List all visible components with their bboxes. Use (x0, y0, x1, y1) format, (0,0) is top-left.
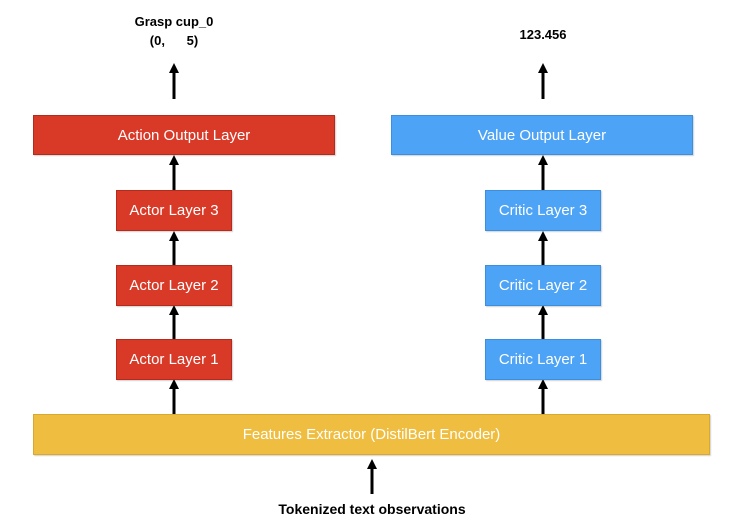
features-extractor-box: Features Extractor (DistilBert Encoder) (33, 414, 710, 455)
actor-layer-2-label: Actor Layer 2 (129, 277, 219, 294)
critic-layer-3: Critic Layer 3 (485, 190, 601, 231)
actor-layer-1-label: Actor Layer 1 (129, 351, 219, 368)
action-output-layer-label: Action Output Layer (117, 126, 251, 144)
actor-layer-1: Actor Layer 1 (116, 339, 232, 380)
features-extractor-label: Features Extractor (DistilBert Encoder) (242, 426, 501, 443)
value-output-layer: Value Output Layer (391, 115, 693, 155)
critic-layer-2-label: Critic Layer 2 (498, 277, 588, 294)
critic-output-value-label: 123.456 (519, 27, 567, 42)
critic-layer-2: Critic Layer 2 (485, 265, 601, 306)
actor-output-action-label: Grasp cup_0 (134, 14, 214, 29)
action-output-layer: Action Output Layer (33, 115, 335, 155)
actor-layer-3: Actor Layer 3 (116, 190, 232, 231)
input-observations-label: Tokenized text observations (278, 501, 466, 517)
critic-layer-1-label: Critic Layer 1 (498, 351, 588, 368)
actor-output-coords-label: (0, 5) (149, 33, 199, 48)
value-output-layer-label: Value Output Layer (477, 126, 607, 144)
critic-layer-1: Critic Layer 1 (485, 339, 601, 380)
actor-layer-3-label: Actor Layer 3 (129, 202, 219, 219)
actor-layer-2: Actor Layer 2 (116, 265, 232, 306)
critic-layer-3-label: Critic Layer 3 (498, 202, 588, 219)
